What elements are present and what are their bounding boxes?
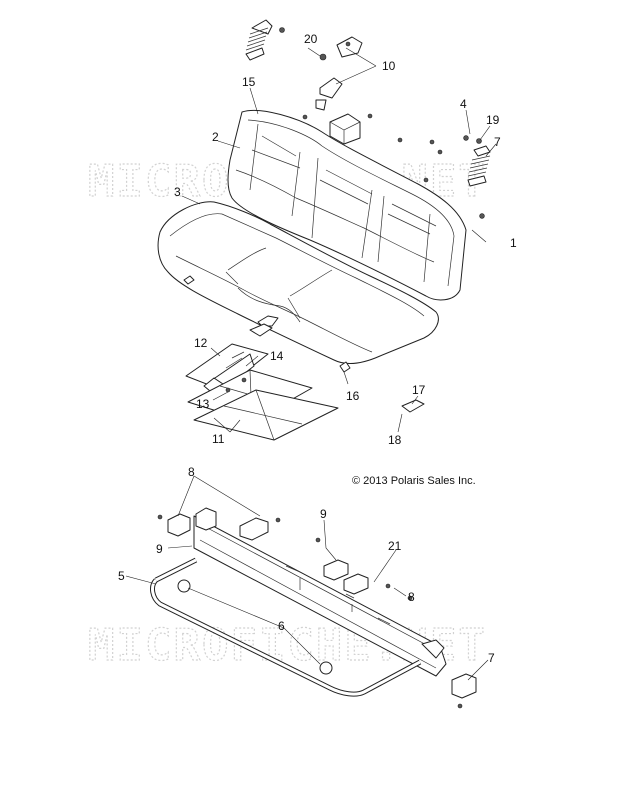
callout-7-top: 7 [494, 135, 501, 149]
bracket-part-10-lower [315, 77, 343, 111]
seat-bottom [157, 201, 439, 364]
callouts: 20 10 15 4 19 2 7 3 1 12 14 16 17 13 18 … [118, 32, 517, 665]
bumper-part-7 [451, 673, 477, 699]
callout-7-bottom: 7 [488, 651, 495, 665]
copyright-notice: © 2013 Polaris Sales Inc. [352, 475, 476, 487]
mat-panels [187, 369, 339, 441]
leader-lines [125, 47, 497, 681]
spring-right [467, 138, 491, 187]
clip-part-16 [339, 361, 351, 373]
latch-striker [329, 113, 361, 145]
frame-screws [157, 514, 463, 709]
callout-2: 2 [212, 130, 219, 144]
callout-13: 13 [196, 397, 210, 411]
seat-back [227, 109, 467, 301]
clip-left [183, 275, 195, 285]
callout-1: 1 [510, 236, 517, 250]
grommet-right [319, 661, 333, 675]
screw-part-20 [319, 53, 327, 61]
callout-3: 3 [174, 185, 181, 199]
callout-18: 18 [388, 433, 402, 447]
callout-15: 15 [242, 75, 256, 89]
callout-21: 21 [388, 539, 402, 553]
fastener-part-14 [241, 377, 247, 383]
callout-9-left: 9 [156, 542, 163, 556]
callout-12: 12 [194, 336, 208, 350]
seat-frame [193, 507, 447, 677]
callout-6: 6 [278, 619, 285, 633]
callout-9-right: 9 [320, 507, 327, 521]
latch-center [323, 559, 349, 581]
clip-part-17 [401, 399, 425, 413]
spring-top-left [245, 19, 285, 61]
grommet-left [177, 579, 191, 593]
frame-loop-part-5 [150, 557, 422, 697]
callout-4: 4 [460, 97, 467, 111]
latch-part-21 [343, 573, 369, 595]
bracket-part-10-upper [336, 36, 363, 58]
fastener-part-13 [225, 387, 231, 393]
latch-left [239, 517, 269, 541]
clip-tray [249, 323, 273, 337]
callout-8-left: 8 [188, 465, 195, 479]
callout-8-right: 8 [408, 590, 415, 604]
callout-11: 11 [212, 432, 225, 446]
callout-20: 20 [304, 32, 318, 46]
callout-17: 17 [412, 383, 426, 397]
callout-19: 19 [486, 113, 500, 127]
callout-16: 16 [346, 389, 360, 403]
small-screws [302, 113, 485, 219]
bumper-left [167, 513, 191, 537]
callout-10: 10 [382, 59, 396, 73]
callout-5: 5 [118, 569, 125, 583]
callout-14: 14 [270, 349, 284, 363]
